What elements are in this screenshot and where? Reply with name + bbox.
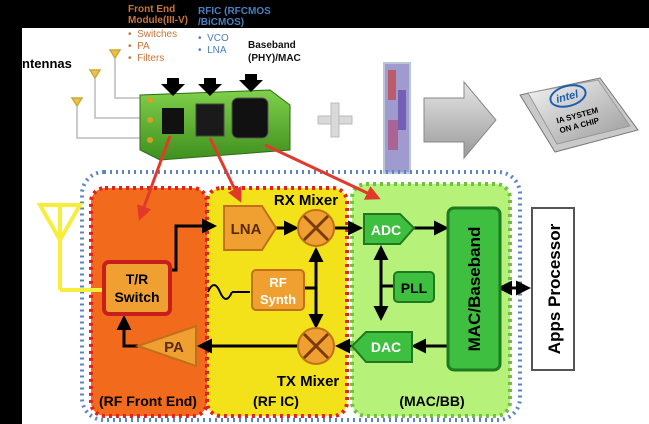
rfic-title-1: RFIC (RFCMOS — [198, 6, 271, 17]
dac-block — [350, 331, 413, 363]
mac-baseband-block — [446, 206, 502, 372]
lna-block — [223, 205, 278, 251]
module-pointer-arrows — [161, 74, 263, 96]
rfic-item: • LNA — [198, 45, 227, 56]
lna-label: LNA — [231, 221, 262, 238]
baseband-label-2: (PHY)/MAC — [248, 53, 301, 64]
region-label-mac-bb: (MAC/BB) — [399, 393, 464, 409]
tr-switch-label-1: T/R — [126, 271, 149, 287]
rf-synth-label-1: RF — [269, 275, 286, 290]
plus-icon — [317, 102, 353, 138]
module-to-region-arrows — [137, 135, 381, 221]
front-end-item: • PA — [128, 41, 150, 52]
dac-label: DAC — [371, 339, 401, 355]
pll-block — [393, 271, 435, 303]
region-label-rf-ic: (RF IC) — [253, 393, 299, 409]
module-pcb — [139, 89, 291, 161]
mac-baseband-label: MAC/Baseband — [465, 227, 484, 352]
rx-mixer-label: RX Mixer — [274, 192, 338, 209]
rfic-item: • VCO — [198, 33, 229, 44]
pll-label: PLL — [401, 280, 428, 296]
merge-arrow-icon — [423, 80, 497, 160]
chip-brand-label: intel — [555, 88, 581, 106]
module-antennas — [70, 49, 150, 139]
pa-block — [134, 324, 197, 368]
rf-synth-block — [251, 269, 305, 311]
rf-antenna-symbol — [36, 203, 104, 292]
silicon-die-image — [383, 62, 411, 174]
tx-mixer-symbol — [297, 327, 335, 365]
intel-chip-image — [519, 77, 639, 153]
region-label-rf-front-end: (RF Front End) — [99, 393, 197, 409]
front-end-title-1: Front End — [128, 4, 176, 15]
baseband-label-1: Baseband — [248, 40, 296, 51]
front-end-list: • Switches • PA • Filters — [128, 29, 177, 65]
signal-wires — [116, 218, 531, 354]
antennas-label: ntennas — [22, 56, 72, 71]
rfic-title-2: /BiCMOS) — [198, 17, 245, 28]
tr-switch-block — [102, 260, 172, 316]
tr-switch-label-2: Switch — [114, 289, 159, 305]
adc-label: ADC — [371, 222, 401, 238]
tx-mixer-label: TX Mixer — [277, 373, 340, 390]
rx-mixer-symbol — [297, 209, 335, 247]
adc-block — [363, 213, 416, 245]
rfic-list: • VCO • LNA — [198, 33, 229, 57]
oscillator-sine-icon — [207, 284, 233, 300]
front-end-item: • Switches — [128, 29, 178, 40]
front-end-title-2: Module(III-V) — [128, 15, 188, 26]
front-end-item: • Filters — [128, 53, 165, 64]
apps-processor-block — [531, 207, 575, 371]
rf-synth-label-2: Synth — [260, 292, 296, 307]
pa-label: PA — [164, 339, 184, 356]
apps-processor-label: Apps Processor — [545, 223, 564, 354]
